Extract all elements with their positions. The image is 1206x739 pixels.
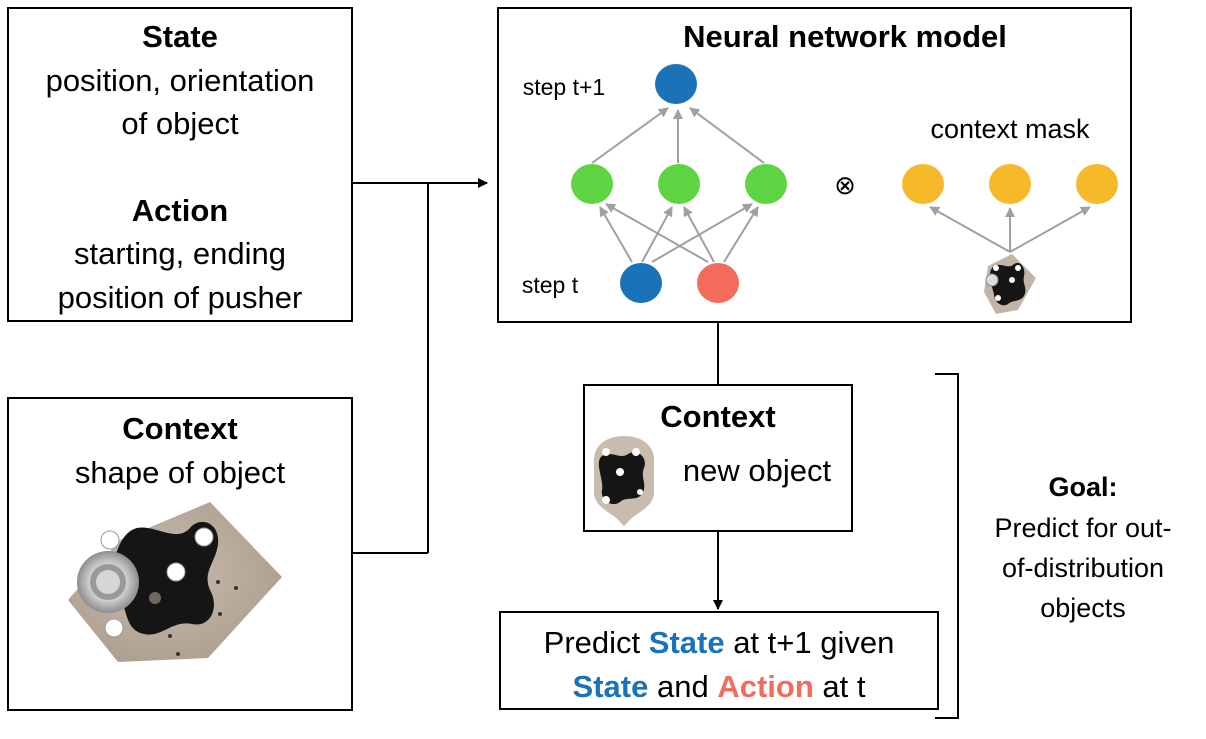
edge-s-h1 xyxy=(599,206,633,263)
new-context-title: Context xyxy=(660,399,775,434)
goal-title: Goal: xyxy=(1048,472,1117,502)
node-output-state xyxy=(655,64,697,104)
step-now-label: step t xyxy=(522,272,579,298)
node-mask-1 xyxy=(902,164,944,204)
predict-box: Predict State at t+1 given State and Act… xyxy=(499,611,939,710)
step-next-label: step t+1 xyxy=(523,74,605,100)
node-hidden-1 xyxy=(571,164,613,204)
edge-h1-out xyxy=(591,107,669,164)
predict-line-2: State and Action at t xyxy=(573,669,866,704)
state-line-2: of object xyxy=(121,106,239,141)
predict-word-action: Action xyxy=(717,669,813,704)
model-box: Neural network model step t+1 step t con… xyxy=(497,7,1132,323)
node-mask-3 xyxy=(1076,164,1118,204)
node-input-action xyxy=(697,263,739,303)
node-hidden-2 xyxy=(658,164,700,204)
predict-word-and: and xyxy=(648,669,717,704)
multiply-operator: ⊗ xyxy=(834,171,856,201)
goal-line-2: of-distribution xyxy=(1002,553,1164,583)
node-hidden-3 xyxy=(745,164,787,204)
context-box: Context shape of object xyxy=(7,397,353,711)
object-photo-icon xyxy=(68,502,282,662)
model-context-photo-icon xyxy=(984,254,1036,314)
new-context-box: Context new object xyxy=(583,384,853,532)
predict-line-1: Predict State at t+1 given xyxy=(544,625,895,660)
predict-box-frame xyxy=(499,611,939,710)
state-action-box: State position, orientation of object Ac… xyxy=(7,7,353,322)
state-box-frame xyxy=(7,7,353,322)
node-mask-2 xyxy=(989,164,1031,204)
predict-word-at-given: at t+1 given xyxy=(725,625,895,660)
context-title: Context xyxy=(122,411,237,446)
connectors xyxy=(352,178,723,610)
predict-word-state-2: State xyxy=(573,669,649,704)
edge-a-h1 xyxy=(605,203,709,263)
state-title: State xyxy=(142,19,218,54)
edge-h3-out xyxy=(689,107,765,164)
predict-word-predict: Predict xyxy=(544,625,649,660)
goal-block: Goal: Predict for out- of-distribution o… xyxy=(994,472,1171,623)
new-object-label: new object xyxy=(683,453,832,488)
action-line-1: starting, ending xyxy=(74,236,286,271)
goal-bracket xyxy=(935,373,959,719)
action-line-2: position of pusher xyxy=(58,280,303,315)
model-title: Neural network model xyxy=(683,19,1007,54)
edge-a-h3 xyxy=(723,206,759,263)
edge-s-h2 xyxy=(641,206,673,263)
network-edges xyxy=(591,107,1091,263)
context-line-1: shape of object xyxy=(75,455,286,490)
action-title: Action xyxy=(132,193,228,228)
new-object-photo-icon xyxy=(594,436,654,526)
predict-word-at-t: at t xyxy=(814,669,866,704)
edge-s-h3 xyxy=(651,203,753,263)
goal-line-3: objects xyxy=(1040,593,1126,623)
state-line-1: position, orientation xyxy=(46,63,315,98)
goal-line-1: Predict for out- xyxy=(994,513,1171,543)
predict-word-state: State xyxy=(649,625,725,660)
edge-ctx-m3 xyxy=(1009,206,1091,253)
edge-ctx-m1 xyxy=(929,206,1011,253)
edge-a-h2 xyxy=(683,206,715,263)
context-mask-label: context mask xyxy=(930,114,1090,144)
node-input-state xyxy=(620,263,662,303)
